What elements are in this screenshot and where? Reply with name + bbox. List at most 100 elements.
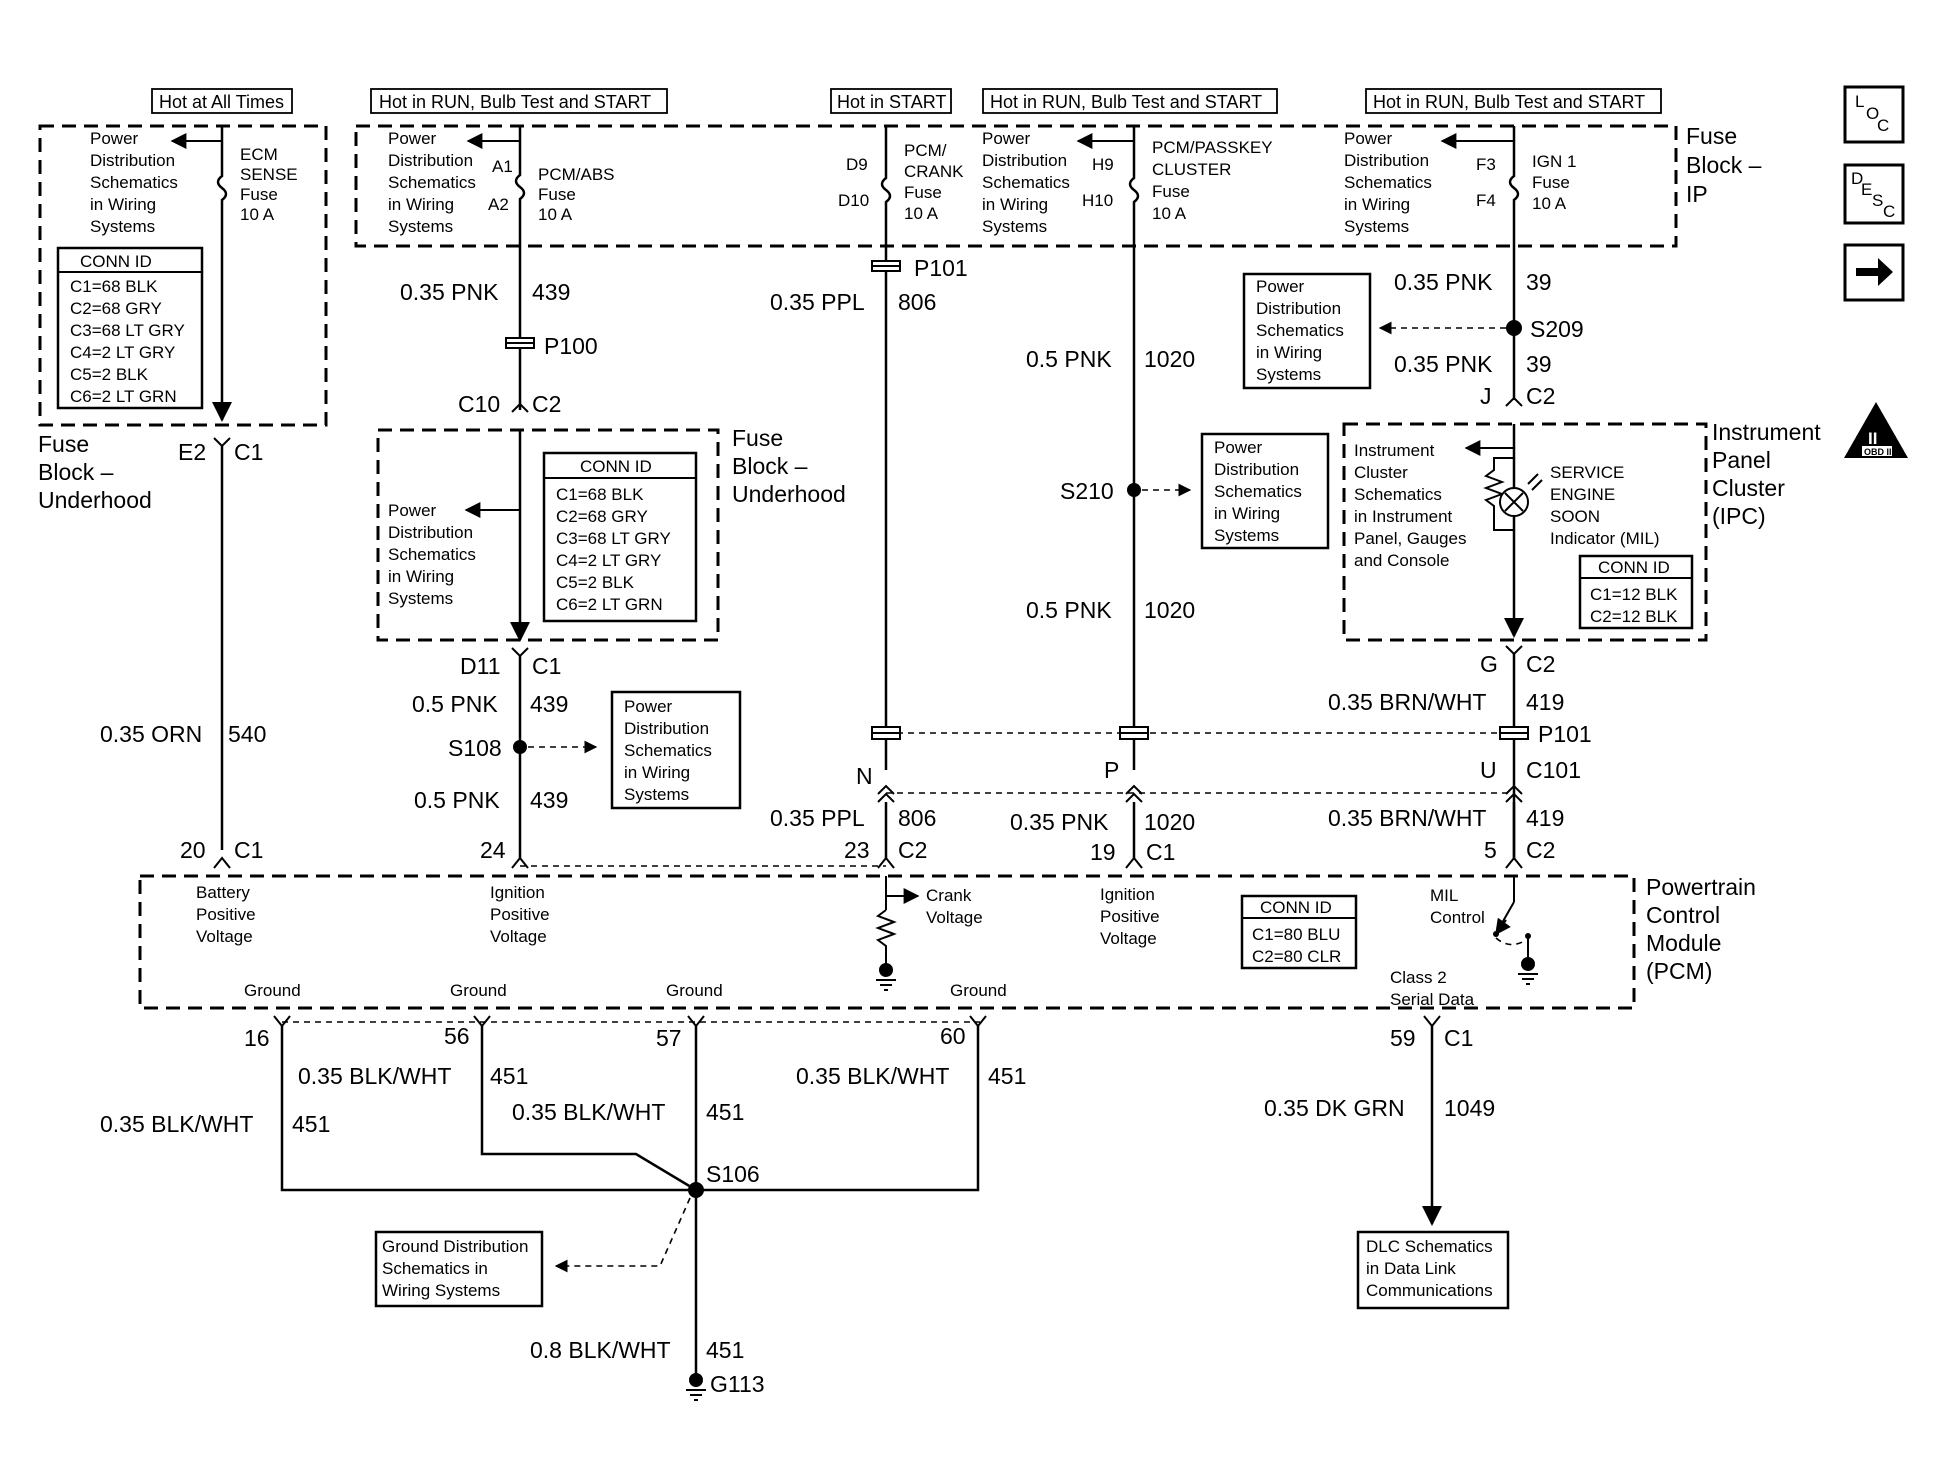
svg-text:1020: 1020 <box>1144 346 1195 372</box>
svg-text:Hot in RUN, Bulb Test and STAR: Hot in RUN, Bulb Test and START <box>379 92 651 112</box>
svg-text:C1=80 BLU: C1=80 BLU <box>1252 925 1340 944</box>
wire-540: E2 C1 0.35 ORN 540 20 C1 <box>100 437 266 869</box>
svg-text:Schematics: Schematics <box>388 545 476 564</box>
svg-text:IP: IP <box>1686 181 1708 207</box>
svg-text:ECM: ECM <box>240 145 278 164</box>
svg-text:CONN ID: CONN ID <box>1260 898 1332 917</box>
header-hot-run-1: Hot in RUN, Bulb Test and START <box>370 88 668 114</box>
svg-text:Ground Distribution: Ground Distribution <box>382 1237 528 1256</box>
svg-text:Positive: Positive <box>196 905 256 924</box>
c101-connector-row: N P U C101 <box>856 757 1581 803</box>
svg-text:806: 806 <box>898 805 936 831</box>
svg-text:L: L <box>1855 92 1864 111</box>
svg-text:16: 16 <box>244 1025 270 1051</box>
pcm-crank-input: Crank Voltage <box>875 876 983 991</box>
svg-text:39: 39 <box>1526 269 1552 295</box>
svg-text:U: U <box>1480 757 1497 783</box>
svg-text:C2=80 CLR: C2=80 CLR <box>1252 947 1341 966</box>
svg-text:Voltage: Voltage <box>1100 929 1157 948</box>
svg-text:in Wiring: in Wiring <box>1344 195 1410 214</box>
dlc-ref: DLC Schematics in Data Link Communicatio… <box>1356 1230 1510 1310</box>
svg-text:OBD II: OBD II <box>1864 447 1892 457</box>
pcm-ground-labels: Ground Ground Ground Ground <box>244 981 1007 1000</box>
svg-text:Cluster: Cluster <box>1354 463 1408 482</box>
svg-text:Fuse: Fuse <box>38 431 89 457</box>
svg-text:Distribution: Distribution <box>982 151 1067 170</box>
svg-text:39: 39 <box>1526 351 1552 377</box>
svg-text:0.5 PNK: 0.5 PNK <box>414 787 500 813</box>
svg-text:Ground: Ground <box>666 981 723 1000</box>
svg-text:0.5 PNK: 0.5 PNK <box>1026 597 1112 623</box>
svg-text:C6=2 LT GRN: C6=2 LT GRN <box>556 595 663 614</box>
svg-text:in Wiring: in Wiring <box>982 195 1048 214</box>
svg-text:P101: P101 <box>1538 721 1592 747</box>
desc-icon[interactable]: D E S C <box>1843 163 1905 225</box>
svg-text:23: 23 <box>844 837 870 863</box>
svg-text:S209: S209 <box>1530 316 1584 342</box>
power-dist-ref-7: Power Distribution Schematics in Wiring … <box>1344 129 1514 236</box>
svg-text:E: E <box>1861 180 1872 199</box>
svg-text:Distribution: Distribution <box>388 523 473 542</box>
svg-text:C1: C1 <box>1146 839 1175 865</box>
svg-text:Systems: Systems <box>1344 217 1409 236</box>
wire-806-lower: 0.35 PPL 806 23 C2 <box>770 802 936 869</box>
power-dist-ref-2: Power Distribution Schematics in Wiring … <box>388 129 520 236</box>
loc-icon[interactable]: L O C <box>1843 85 1905 144</box>
svg-text:C2: C2 <box>1526 837 1555 863</box>
svg-text:Positive: Positive <box>490 905 550 924</box>
svg-text:Systems: Systems <box>624 785 689 804</box>
ign1-fuse: F3 F4 IGN 1 Fuse 10 A 0.35 PNK 39 S209 0… <box>1378 126 1584 409</box>
svg-text:C6=2 LT GRN: C6=2 LT GRN <box>70 387 177 406</box>
svg-text:Voltage: Voltage <box>490 927 547 946</box>
svg-text:D11: D11 <box>460 653 501 679</box>
svg-text:24: 24 <box>480 837 506 863</box>
svg-text:DLC Schematics: DLC Schematics <box>1366 1237 1493 1256</box>
power-dist-ref-6: Power Distribution Schematics in Wiring … <box>1200 432 1330 550</box>
svg-text:C4=2 LT GRY: C4=2 LT GRY <box>70 343 175 362</box>
header-hot-start: Hot in START <box>830 88 952 114</box>
svg-text:0.35 PNK: 0.35 PNK <box>1394 351 1493 377</box>
ipc-ref: Instrument Cluster Schematics in Instrum… <box>1354 440 1514 570</box>
svg-text:0.35 BRN/WHT: 0.35 BRN/WHT <box>1328 689 1486 715</box>
conn-id-table-left: CONN ID C1=68 BLK C2=68 GRY C3=68 LT GRY… <box>56 246 204 410</box>
svg-text:Communications: Communications <box>1366 1281 1493 1300</box>
svg-text:Voltage: Voltage <box>196 927 253 946</box>
power-dist-ref-1: Power Distribution Schematics in Wiring … <box>90 129 222 236</box>
svg-text:419: 419 <box>1526 689 1564 715</box>
svg-text:0.8 BLK/WHT: 0.8 BLK/WHT <box>530 1337 671 1363</box>
svg-text:0.5 PNK: 0.5 PNK <box>412 691 498 717</box>
svg-text:Systems: Systems <box>1256 365 1321 384</box>
svg-text:0.35 PPL: 0.35 PPL <box>770 805 865 831</box>
svg-text:Power: Power <box>1344 129 1393 148</box>
svg-text:Systems: Systems <box>388 589 453 608</box>
svg-text:C2=12 BLK: C2=12 BLK <box>1590 607 1678 626</box>
svg-text:(IPC): (IPC) <box>1712 503 1766 529</box>
svg-text:in Instrument: in Instrument <box>1354 507 1453 526</box>
svg-text:Battery: Battery <box>196 883 250 902</box>
svg-text:A2: A2 <box>488 195 509 214</box>
ground-wires: 16 56 57 60 S106 0.35 BLK/WHT 451 0.35 B… <box>100 1015 1026 1401</box>
svg-text:Hot in START: Hot in START <box>837 92 946 112</box>
svg-text:Instrument: Instrument <box>1354 441 1435 460</box>
svg-text:0.35 BLK/WHT: 0.35 BLK/WHT <box>512 1099 665 1125</box>
svg-text:Power: Power <box>388 129 437 148</box>
svg-text:Schematics: Schematics <box>1256 321 1344 340</box>
svg-text:in Data Link: in Data Link <box>1366 1259 1456 1278</box>
svg-text:Ground: Ground <box>244 981 301 1000</box>
svg-text:Fuse: Fuse <box>1532 173 1570 192</box>
svg-text:Underhood: Underhood <box>38 487 152 513</box>
svg-text:540: 540 <box>228 721 266 747</box>
svg-text:in Wiring: in Wiring <box>388 195 454 214</box>
svg-text:Fuse: Fuse <box>732 425 783 451</box>
svg-text:Underhood: Underhood <box>732 481 846 507</box>
svg-text:(PCM): (PCM) <box>1646 958 1712 984</box>
svg-text:Class 2: Class 2 <box>1390 968 1447 987</box>
svg-text:C1=68 BLK: C1=68 BLK <box>70 277 158 296</box>
svg-text:C2: C2 <box>1526 383 1555 409</box>
svg-text:F4: F4 <box>1476 191 1496 210</box>
svg-text:Ignition: Ignition <box>490 883 545 902</box>
svg-text:Distribution: Distribution <box>1344 151 1429 170</box>
next-arrow-icon[interactable] <box>1843 243 1905 302</box>
svg-text:C1=68 BLK: C1=68 BLK <box>556 485 644 504</box>
